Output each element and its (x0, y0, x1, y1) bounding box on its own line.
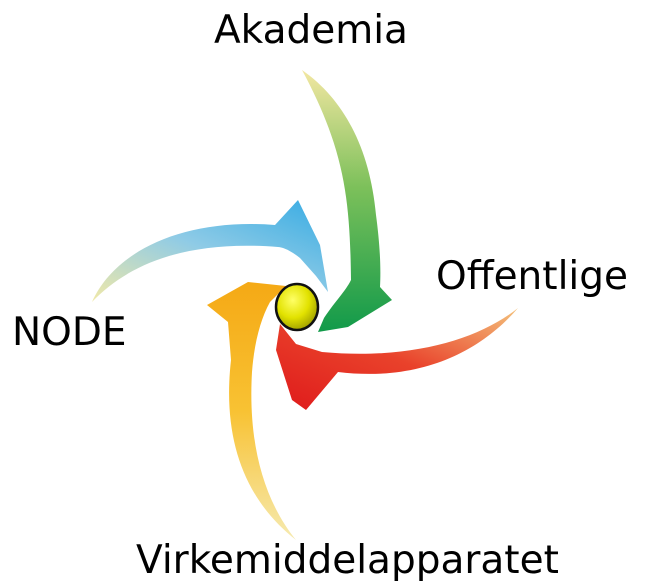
arrow-offentlige (276, 308, 518, 410)
label-akademia: Akademia (214, 8, 408, 53)
arrow-offentlige-body (276, 308, 518, 410)
label-node: NODE (12, 310, 127, 355)
arrow-node-body (92, 200, 328, 302)
arrow-virkemiddelapparatet (207, 282, 296, 540)
center-node-circle (274, 282, 320, 332)
arrow-node (92, 200, 328, 302)
center-node (274, 282, 320, 332)
arrow-akademia-body (302, 70, 392, 332)
label-offentlige: Offentlige (436, 254, 628, 299)
label-virkemiddelapparatet: Virkemiddelapparatet (136, 538, 559, 583)
arrow-akademia (302, 70, 392, 332)
arrow-virkemiddelapparatet-body (207, 282, 296, 540)
